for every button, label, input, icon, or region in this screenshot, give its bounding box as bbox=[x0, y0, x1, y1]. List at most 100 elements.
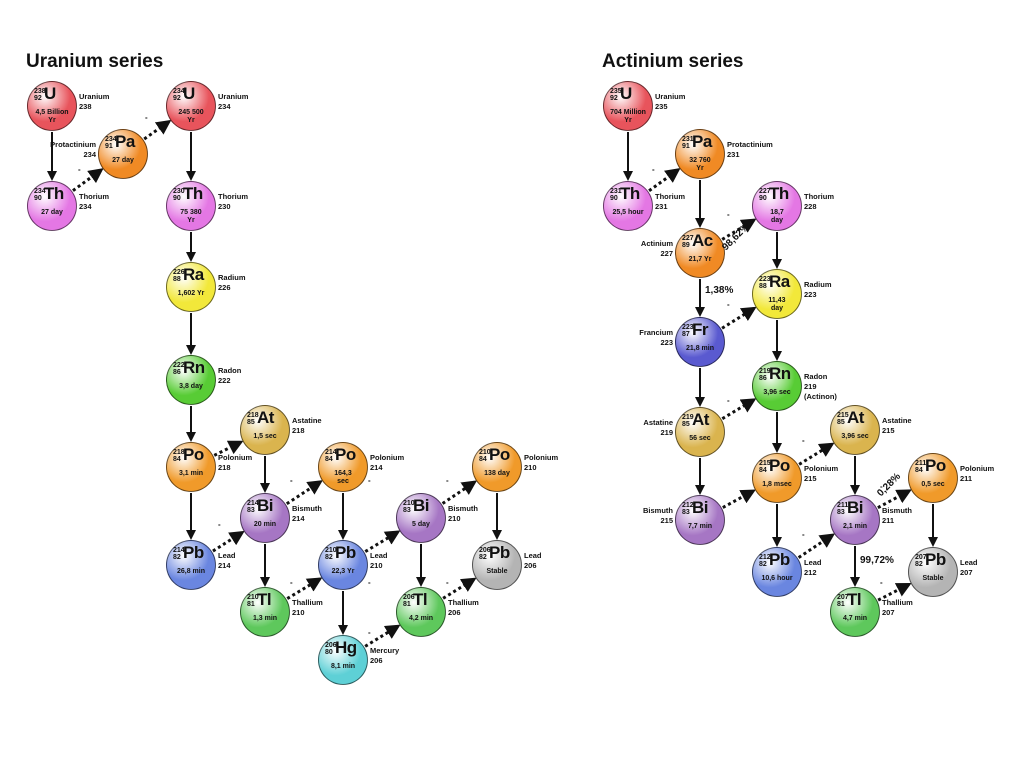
nuclide-sym: Bi bbox=[257, 496, 274, 515]
nuclide-z: 81 bbox=[403, 601, 411, 608]
decay-arrow-at219-rn219 bbox=[721, 398, 757, 420]
nuclide-z: 81 bbox=[837, 601, 845, 608]
nuclide-name-po211: Polonium 211 bbox=[960, 464, 995, 483]
nuclide-mass: 206 bbox=[325, 642, 337, 649]
beta-mark: - bbox=[218, 520, 221, 529]
nuclide-z: 90 bbox=[34, 195, 42, 202]
nuclide-half: 27 day bbox=[41, 209, 63, 216]
nuclide-sym: U bbox=[44, 84, 56, 103]
nuclide-name-ra226: Radium 226 bbox=[218, 273, 246, 292]
nuclide-mass: 223 bbox=[759, 276, 771, 283]
nuclide-z: 83 bbox=[403, 507, 411, 514]
nuclide-half: 21,7 Yr bbox=[688, 256, 712, 263]
nuclide-z: 80 bbox=[325, 649, 333, 656]
uranium-series-title: Uranium series bbox=[26, 51, 164, 72]
nuclide-half: 22,3 Yr bbox=[331, 568, 355, 575]
nuclide-z: 82 bbox=[479, 554, 487, 561]
nuclide-name-u234: Uranium 234 bbox=[218, 92, 249, 111]
nuclide-z: 89 bbox=[682, 242, 690, 249]
nuclide-name-pa231: Protactinium 231 bbox=[727, 140, 773, 159]
nuclide-name-ra223: Radium 223 bbox=[804, 280, 832, 299]
nuclide-name-th227: Thorium 228 bbox=[804, 192, 834, 211]
nuclide-name-bi212: Bismuth 215 bbox=[643, 506, 673, 525]
nuclide-name-bi214: Bismuth 214 bbox=[292, 504, 322, 523]
nuclide-sym: At bbox=[692, 410, 709, 429]
nuclide-half: 5 day bbox=[412, 521, 430, 528]
nuclide-sym: Fr bbox=[692, 320, 709, 339]
beta-mark: - bbox=[145, 113, 148, 122]
decay-arrow-fr223-ra223 bbox=[721, 306, 757, 330]
nuclide-sym: Po bbox=[489, 445, 510, 464]
nuclide-mass: 212 bbox=[759, 554, 771, 561]
nuclide-sym: Pa bbox=[692, 132, 712, 151]
beta-mark: - bbox=[727, 396, 730, 405]
decay-arrow-bi214-po214 bbox=[285, 480, 323, 506]
nuclide-half: 10,6 hour bbox=[761, 575, 793, 582]
nuclide-mass: 215 bbox=[837, 412, 849, 419]
nuclide-mass: 238 bbox=[34, 88, 46, 95]
nuclide-mass: 231 bbox=[682, 136, 694, 143]
nuclide-mass: 235 bbox=[610, 88, 622, 95]
nuclide-half: 56 sec bbox=[689, 435, 711, 442]
nuclide-half: 18,7 day bbox=[770, 209, 784, 224]
nuclide-sym: Tl bbox=[847, 590, 862, 609]
nuclide-half: 27 day bbox=[112, 157, 134, 164]
nuclide-z: 84 bbox=[759, 467, 767, 474]
nuclide-sym: Bi bbox=[847, 498, 864, 517]
nuclide-sym: Pa bbox=[115, 132, 135, 151]
nuclide-half: 1,602 Yr bbox=[177, 290, 205, 297]
nuclide-z: 91 bbox=[105, 143, 113, 150]
nuclide-z: 83 bbox=[837, 509, 845, 516]
decay-arrow-pa234-u234 bbox=[143, 119, 172, 141]
nuclide-name-pb212: Lead 212 bbox=[804, 558, 822, 577]
beta-mark: - bbox=[727, 210, 730, 219]
nuclide-sym: Bi bbox=[413, 496, 430, 515]
beta-mark: - bbox=[880, 578, 883, 587]
decay-arrow-pb212-bi211 bbox=[797, 533, 836, 559]
decay-arrow-pb214-bi214 bbox=[212, 530, 245, 553]
nuclide-sym: U bbox=[183, 84, 195, 103]
beta-mark: - bbox=[78, 165, 81, 174]
nuclide-name-hg206: Mercury 206 bbox=[370, 646, 400, 665]
branch-percent-p4: 99,72% bbox=[860, 555, 894, 566]
nuclide-name-at215: Astatine 215 bbox=[882, 416, 912, 435]
nuclide-half: 1,8 msec bbox=[762, 481, 792, 488]
nuclide-mass: 227 bbox=[682, 235, 694, 242]
nuclide-mass: 214 bbox=[325, 449, 337, 456]
nuclide-half: 164,3 sec bbox=[334, 470, 352, 485]
decay-arrow-bi210-po210 bbox=[441, 480, 478, 505]
nuclide-mass: 206 bbox=[479, 547, 491, 554]
nuclide-half: 0,5 sec bbox=[921, 481, 945, 488]
nuclide-mass: 234 bbox=[34, 188, 46, 195]
nuclide-sym: Ra bbox=[183, 265, 204, 284]
nuclide-z: 84 bbox=[479, 456, 487, 463]
nuclide-name-th234: Thorium 234 bbox=[79, 192, 109, 211]
nuclide-name-rn222: Radon 222 bbox=[218, 366, 242, 385]
nuclide-z: 82 bbox=[915, 561, 923, 568]
nuclide-mass: 219 bbox=[682, 414, 694, 421]
nuclide-z: 84 bbox=[325, 456, 333, 463]
nuclide-mass: 207 bbox=[837, 594, 849, 601]
nuclide-half: 75 380 Yr bbox=[180, 209, 202, 224]
nuclide-z: 87 bbox=[682, 331, 690, 338]
decay-arrow-po215-at215 bbox=[798, 442, 835, 466]
nuclide-half: 7,7 min bbox=[687, 523, 713, 530]
nuclide-z: 82 bbox=[325, 554, 333, 561]
nuclide-mass: 218 bbox=[173, 449, 185, 456]
beta-mark: - bbox=[652, 165, 655, 174]
